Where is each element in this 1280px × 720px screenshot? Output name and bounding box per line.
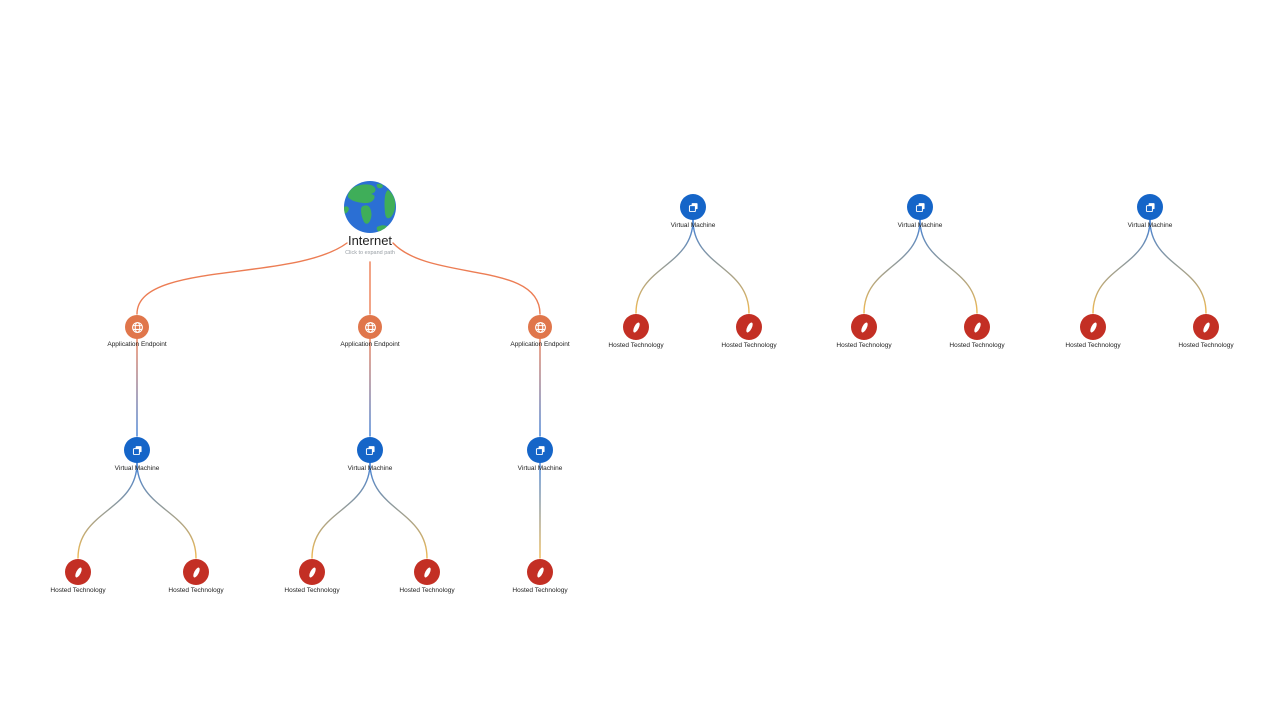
hosted-technology-node-circle[interactable] — [736, 314, 762, 340]
hosted-technology-node-circle[interactable] — [851, 314, 877, 340]
internet-node-circle[interactable] — [344, 181, 396, 233]
slash-icon — [74, 566, 82, 578]
node-label: Virtual Machine — [1127, 222, 1173, 229]
edge-path — [136, 242, 348, 315]
expand-path-hint: Click to expand path — [345, 250, 395, 256]
virtual-machine-node-circle[interactable] — [907, 194, 933, 220]
node-label: Internet — [347, 233, 393, 248]
node-label: Hosted Technology — [1065, 342, 1121, 349]
copy-squares-icon — [535, 445, 545, 455]
node-label: Virtual Machine — [517, 465, 563, 472]
application-endpoint-node-circle[interactable] — [528, 315, 552, 339]
slash-icon — [1089, 321, 1097, 333]
node-label: Hosted Technology — [721, 342, 777, 349]
globe-grid-icon — [131, 321, 143, 333]
node-label: Hosted Technology — [284, 587, 340, 594]
edge-path — [311, 462, 371, 559]
hosted-technology-node-circle[interactable] — [623, 314, 649, 340]
node-label: Application Endpoint — [510, 341, 570, 348]
copy-squares-icon — [365, 445, 375, 455]
hosted-technology-node-circle[interactable] — [964, 314, 990, 340]
edge-path — [1149, 219, 1207, 314]
earth-globe-icon — [344, 181, 396, 233]
node-label: Virtual Machine — [670, 222, 716, 229]
hosted-technology-node-circle[interactable] — [299, 559, 325, 585]
slash-icon — [192, 566, 200, 578]
node-label: Virtual Machine — [347, 465, 393, 472]
slash-icon — [423, 566, 431, 578]
globe-grid-icon — [364, 321, 376, 333]
hosted-technology-node-circle[interactable] — [183, 559, 209, 585]
application-endpoint-node-circle[interactable] — [358, 315, 382, 339]
virtual-machine-node-circle[interactable] — [1137, 194, 1163, 220]
slash-icon — [973, 321, 981, 333]
virtual-machine-node-circle[interactable] — [124, 437, 150, 463]
node-label: Hosted Technology — [399, 587, 455, 594]
edge-path — [392, 242, 541, 315]
node-label: Hosted Technology — [1178, 342, 1234, 349]
virtual-machine-node-circle[interactable] — [527, 437, 553, 463]
edge-path — [863, 219, 921, 314]
hosted-technology-node-circle[interactable] — [414, 559, 440, 585]
edge-path — [1092, 219, 1151, 314]
node-label: Application Endpoint — [340, 341, 400, 348]
virtual-machine-node-circle[interactable] — [680, 194, 706, 220]
node-label: Hosted Technology — [168, 587, 224, 594]
application-endpoint-node-circle[interactable] — [125, 315, 149, 339]
node-label: Hosted Technology — [608, 342, 664, 349]
copy-squares-icon — [132, 445, 142, 455]
node-label: Hosted Technology — [50, 587, 106, 594]
slash-icon — [745, 321, 753, 333]
edge-path — [692, 219, 750, 314]
edge-path — [635, 219, 694, 314]
virtual-machine-node-circle[interactable] — [357, 437, 383, 463]
edge-path — [369, 462, 428, 559]
hosted-technology-node-circle[interactable] — [65, 559, 91, 585]
node-label: Hosted Technology — [512, 587, 568, 594]
node-label: Virtual Machine — [114, 465, 160, 472]
copy-squares-icon — [1145, 202, 1155, 212]
slash-icon — [308, 566, 316, 578]
slash-icon — [536, 566, 544, 578]
node-label: Hosted Technology — [836, 342, 892, 349]
globe-grid-icon — [534, 321, 546, 333]
edge-path — [136, 462, 197, 559]
copy-squares-icon — [915, 202, 925, 212]
copy-squares-icon — [688, 202, 698, 212]
slash-icon — [1202, 321, 1210, 333]
hosted-technology-node-circle[interactable] — [1193, 314, 1219, 340]
edge-path — [919, 219, 978, 314]
node-label: Virtual Machine — [897, 222, 943, 229]
edge-path — [77, 462, 138, 559]
hosted-technology-node-circle[interactable] — [1080, 314, 1106, 340]
node-label: Application Endpoint — [107, 341, 167, 348]
hosted-technology-node-circle[interactable] — [527, 559, 553, 585]
node-label: Hosted Technology — [949, 342, 1005, 349]
slash-icon — [632, 321, 640, 333]
slash-icon — [860, 321, 868, 333]
